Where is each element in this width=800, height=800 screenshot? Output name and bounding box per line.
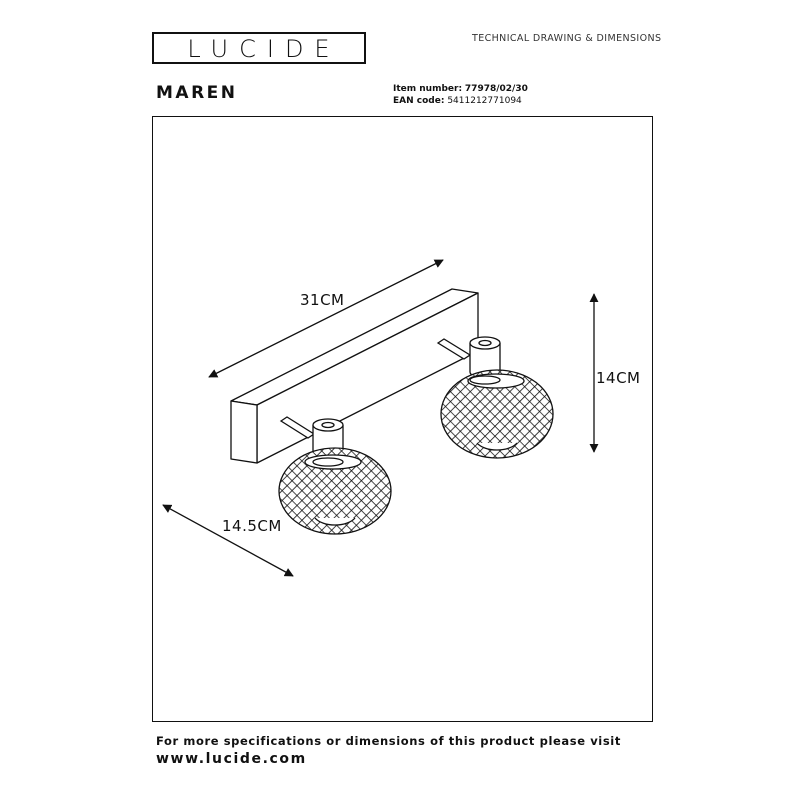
product-name: MAREN bbox=[156, 83, 238, 103]
depth-dimension-label: 14.5CM bbox=[222, 517, 282, 535]
ean-row: EAN code: 5411212771094 bbox=[393, 96, 522, 106]
logo-text: LUCIDE bbox=[187, 35, 341, 63]
wall-plate bbox=[230, 288, 479, 464]
length-dimension-label: 31CM bbox=[300, 291, 345, 309]
depth-dimension-line bbox=[162, 504, 294, 577]
height-dimension-label: 14CM bbox=[596, 369, 641, 387]
spotlight-left bbox=[278, 416, 392, 535]
drawing-frame bbox=[152, 116, 653, 722]
spotlight-right bbox=[436, 336, 554, 459]
website-link[interactable]: www.lucide.com bbox=[156, 751, 307, 767]
footer-note: For more specifications or dimensions of… bbox=[156, 734, 621, 748]
item-number-label: Item number: bbox=[393, 84, 463, 94]
length-dimension-line bbox=[208, 259, 444, 378]
ean-label: EAN code: bbox=[393, 96, 445, 106]
item-number-row: Item number: 77978/02/30 bbox=[393, 84, 528, 94]
brand-logo: LUCIDE bbox=[152, 32, 366, 64]
item-number-value: 77978/02/30 bbox=[464, 84, 528, 94]
document-type: TECHNICAL DRAWING & DIMENSIONS bbox=[472, 33, 662, 44]
ean-value: 5411212771094 bbox=[447, 96, 522, 106]
